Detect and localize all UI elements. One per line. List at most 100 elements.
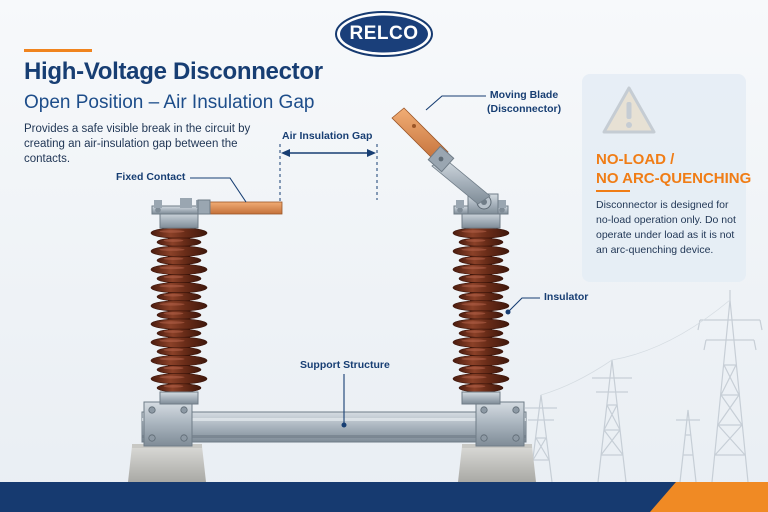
insulator-right-shed-highlight: [461, 248, 487, 251]
insulator-left-shed: [150, 282, 208, 294]
insulator-right-shed-highlight: [465, 330, 486, 333]
insulator-left-shed-highlight: [163, 257, 184, 261]
insulator-left-shed-highlight: [159, 284, 185, 288]
insulator-left-shed: [150, 245, 208, 257]
page-subtitle: Open Position – Air Insulation Gap: [24, 92, 315, 113]
insulator-left-shed: [156, 292, 202, 302]
insulator-right-shed-highlight: [465, 385, 486, 388]
insulator-right-shed-highlight: [461, 321, 487, 324]
insulator-right-shed: [458, 274, 504, 284]
insulator-right-shed-highlight: [465, 348, 486, 352]
insulator-right-shed: [458, 310, 504, 320]
support-structure-leader: [341, 374, 347, 428]
insulator-right: [452, 200, 510, 405]
relco-logo-badge: [335, 11, 433, 57]
insulator-left-shed-highlight: [163, 293, 184, 297]
background-pylons: [525, 290, 763, 483]
moving-blade: [391, 107, 499, 215]
insulator-left-shed-highlight: [159, 230, 185, 233]
insulator-left-shed: [156, 328, 202, 338]
insulator-left-shed-highlight: [163, 348, 184, 352]
warning-title: NO-LOAD / NO ARC-QUENCHING: [596, 150, 751, 188]
concrete-base-left: [128, 444, 206, 482]
moving-blade-leader: [425, 95, 486, 111]
insulator-label: Insulator: [544, 291, 589, 303]
support-structure-beam: [141, 401, 527, 447]
page-description: Provides a safe visible break in the cir…: [24, 123, 251, 165]
insulator-right-shed: [458, 255, 504, 265]
insulator-right-shed: [452, 300, 510, 312]
insulator-left-shed-highlight: [163, 385, 184, 388]
insulator-right-shed: [458, 365, 504, 375]
insulator-left-shed-highlight: [163, 330, 184, 333]
insulator-right-shed-highlight: [465, 293, 486, 297]
insulator-right-shed: [452, 355, 510, 367]
insulator-left-shed: [156, 383, 202, 393]
insulator-left-shed-highlight: [159, 375, 185, 379]
insulator-left: [150, 198, 208, 405]
insulator-left-shed: [150, 336, 208, 348]
insulator-left-shed-highlight: [159, 248, 185, 251]
air-gap-annotation: [279, 144, 378, 202]
insulator-left-shed-highlight: [159, 303, 185, 306]
insulator-right-shed-highlight: [461, 284, 487, 288]
air-gap-label: Air Insulation Gap: [282, 130, 373, 142]
insulator-right-shed-highlight: [465, 312, 486, 315]
insulator-right-shed: [458, 328, 504, 338]
insulator-left-shed: [150, 263, 208, 275]
insulator-right-shed-highlight: [465, 239, 486, 242]
insulator-right-shed: [452, 373, 510, 385]
insulator-right-shed: [452, 318, 510, 330]
insulator-left-shed: [150, 227, 208, 239]
insulator-right-shed-highlight: [461, 339, 487, 343]
title-accent-line: [24, 49, 92, 52]
page-title: High-Voltage Disconnector: [24, 58, 323, 85]
insulator-right-shed: [458, 292, 504, 302]
warning-body: Disconnector is designed for no-load ope…: [596, 199, 736, 256]
insulator-right-shed: [452, 282, 510, 294]
insulator-leader: [505, 297, 540, 315]
insulator-left-shed-highlight: [159, 321, 185, 324]
moving-blade-label: Moving Blade (Disconnector): [487, 88, 561, 116]
insulator-left-shed-highlight: [163, 312, 184, 315]
insulator-left-shed: [150, 300, 208, 312]
insulator-right-shed-highlight: [461, 266, 487, 270]
concrete-base-right: [458, 444, 536, 482]
insulator-left-shed: [156, 237, 202, 247]
insulator-left-shed: [156, 346, 202, 356]
fixed-contact: [197, 199, 283, 215]
moving-blade-label-line1: Moving Blade: [489, 89, 559, 101]
insulator-right-shed: [452, 245, 510, 257]
fixed-contact-leader: [190, 177, 247, 203]
insulator-right-shed-highlight: [465, 366, 486, 370]
warning-divider: [596, 190, 630, 192]
insulator-right-shed-highlight: [465, 257, 486, 261]
insulator-right-shed-highlight: [465, 275, 486, 279]
moving-blade-label-line2: (Disconnector): [487, 103, 562, 115]
pylon-large: [697, 290, 763, 483]
insulator-left-shed: [150, 355, 208, 367]
relco-logo: RELCO: [336, 10, 432, 58]
insulator-right-shed: [452, 227, 510, 239]
support-structure-label: Support Structure: [300, 359, 390, 371]
insulator-left-shed-highlight: [163, 239, 184, 242]
insulator-right-shed-highlight: [461, 303, 487, 306]
insulator-left-shed: [156, 310, 202, 320]
insulator-right-shed: [452, 263, 510, 275]
pylon-medium: [592, 359, 632, 483]
footer-band: [0, 482, 768, 512]
insulator-right-shed-highlight: [461, 357, 487, 361]
warning-card: NO-LOAD / NO ARC-QUENCHING Disconnector …: [582, 74, 751, 282]
insulator-left-shed: [156, 255, 202, 265]
insulator-left-shed-highlight: [163, 366, 184, 370]
insulator-left-shed-highlight: [159, 339, 185, 343]
insulator-right-shed: [458, 346, 504, 356]
insulator-left-shed-highlight: [163, 275, 184, 279]
fixed-contact-label: Fixed Contact: [116, 171, 186, 183]
insulator-left-shed: [156, 274, 202, 284]
insulator-left-shed: [156, 365, 202, 375]
insulator-right-shed-highlight: [461, 230, 487, 233]
insulator-left-shed-highlight: [159, 357, 185, 361]
